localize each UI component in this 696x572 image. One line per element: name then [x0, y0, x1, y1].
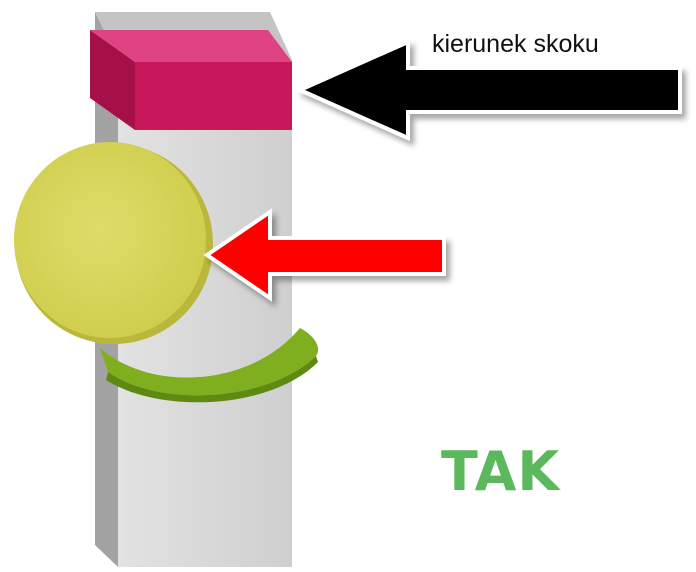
result-text: TAK [441, 440, 561, 503]
ball-face [14, 142, 206, 338]
cradle-shadow [106, 356, 318, 403]
crossbar-front [135, 62, 292, 130]
red-arrow-left-icon [203, 208, 446, 302]
ball [14, 142, 213, 344]
cradle [100, 328, 319, 396]
crossbar [90, 30, 292, 130]
black-arrow-left-icon [295, 38, 682, 142]
crossbar-top [90, 30, 292, 62]
direction-label: kierunek skoku [432, 30, 599, 58]
crossbar-side [90, 30, 135, 130]
